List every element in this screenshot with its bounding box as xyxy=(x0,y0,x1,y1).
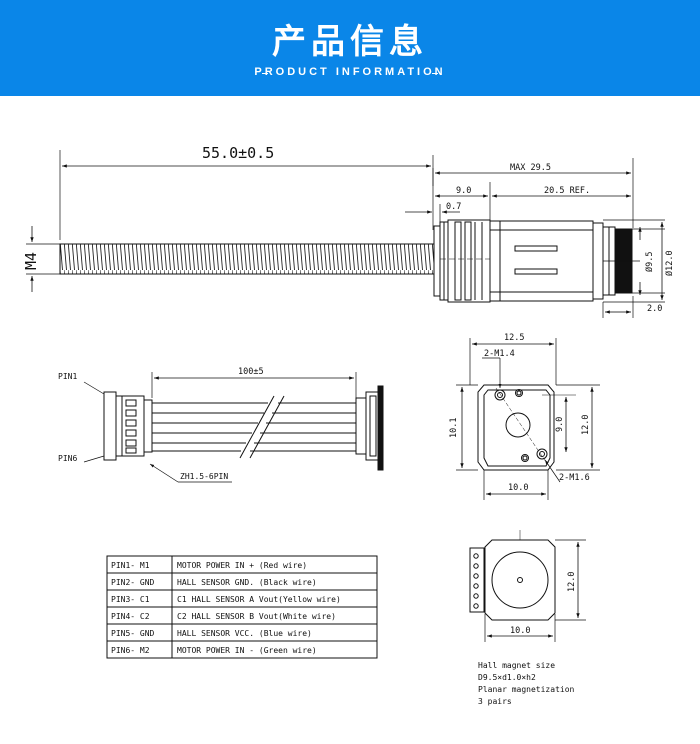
cable-length-label: 100±5 xyxy=(238,367,264,377)
front-width-label: 12.5 xyxy=(504,333,524,343)
rear-width-label: 10.0 xyxy=(510,626,530,636)
cable-assembly xyxy=(83,372,384,483)
note-line: 3 pairs xyxy=(478,697,512,706)
thread-label: M4 xyxy=(22,252,40,270)
subtitle-rule-left xyxy=(262,73,268,74)
pin-table: PIN1- M1 MOTOR POWER IN + (Red wire) PIN… xyxy=(111,561,341,655)
pin-cell: PIN6- M2 xyxy=(111,646,150,655)
rear-height-label: 12.0 xyxy=(567,572,577,592)
pin-desc-cell: MOTOR POWER IN - (Green wire) xyxy=(177,646,317,655)
pin-desc-cell: C1 HALL SENSOR A Vout(Yellow wire) xyxy=(177,595,341,604)
pin6-label: PIN6 xyxy=(58,454,77,463)
diameter-large-label: Ø12.0 xyxy=(664,250,675,276)
magnet-disk xyxy=(491,551,549,609)
pcb-board xyxy=(377,385,384,471)
pin-desc-cell: HALL SENSOR GND. (Black wire) xyxy=(177,578,317,587)
gearbox-length-label: 9.0 xyxy=(456,186,471,196)
note-line: D9.5×d1.0×h2 xyxy=(478,673,536,682)
end-offset-label: 2.0 xyxy=(647,304,662,314)
height-right-label: 12.0 xyxy=(581,415,591,435)
diameter-small-label: Ø9.5 xyxy=(644,252,655,272)
mount-hole-bottom xyxy=(521,454,529,462)
page-title: 产品信息 xyxy=(272,22,428,62)
max-length-label: MAX 29.5 xyxy=(510,163,551,173)
rear-view xyxy=(469,530,586,642)
connector-label: ZH1.5-6PIN xyxy=(180,472,228,481)
threaded-shaft xyxy=(59,243,435,275)
rear-body xyxy=(484,539,556,621)
front-body xyxy=(477,384,555,471)
pin-desc-cell: HALL SENSOR VCC. (Blue wire) xyxy=(177,629,312,638)
zh-connector xyxy=(103,391,117,461)
hole-bottom-label: 2-M1.6 xyxy=(559,473,590,483)
mount-hole-top xyxy=(494,389,506,401)
pin-table-grid xyxy=(106,555,378,659)
pin-cell: PIN1- M1 xyxy=(111,561,150,570)
pin-cell: PIN2- GND xyxy=(111,578,155,587)
motor-can xyxy=(489,220,594,302)
pin-cell: PIN5- GND xyxy=(111,629,155,638)
front-view xyxy=(456,338,600,500)
shaft-length-label: 55.0±0.5 xyxy=(202,144,274,162)
motor-length-label: 20.5 REF. xyxy=(544,186,590,196)
base-width-label: 10.0 xyxy=(508,483,528,493)
pin-desc-cell: C2 HALL SENSOR B Vout(White wire) xyxy=(177,612,336,621)
output-bearing xyxy=(505,412,531,438)
hole-top-label: 2-M1.4 xyxy=(484,349,515,359)
magnet-note: Hall magnet size D9.5×d1.0×h2 Planar mag… xyxy=(478,661,575,706)
note-line: Hall magnet size xyxy=(478,661,555,670)
height-left-label: 10.1 xyxy=(449,418,459,438)
motor-side-view xyxy=(26,150,665,318)
pin1-label: PIN1 xyxy=(58,372,77,381)
header-banner xyxy=(0,0,700,96)
pin-cell: PIN4- C2 xyxy=(111,612,150,621)
flange-label: 0.7 xyxy=(446,202,461,212)
pin-cell: PIN3- C1 xyxy=(111,595,150,604)
page-subtitle: PRODUCT INFORMATION xyxy=(254,66,446,78)
height-inner-label: 9.0 xyxy=(555,417,565,432)
pin-desc-cell: MOTOR POWER IN + (Red wire) xyxy=(177,561,307,570)
gearbox xyxy=(447,219,491,303)
subtitle-rule-right xyxy=(432,73,438,74)
note-line: Planar magnetization xyxy=(478,685,575,694)
